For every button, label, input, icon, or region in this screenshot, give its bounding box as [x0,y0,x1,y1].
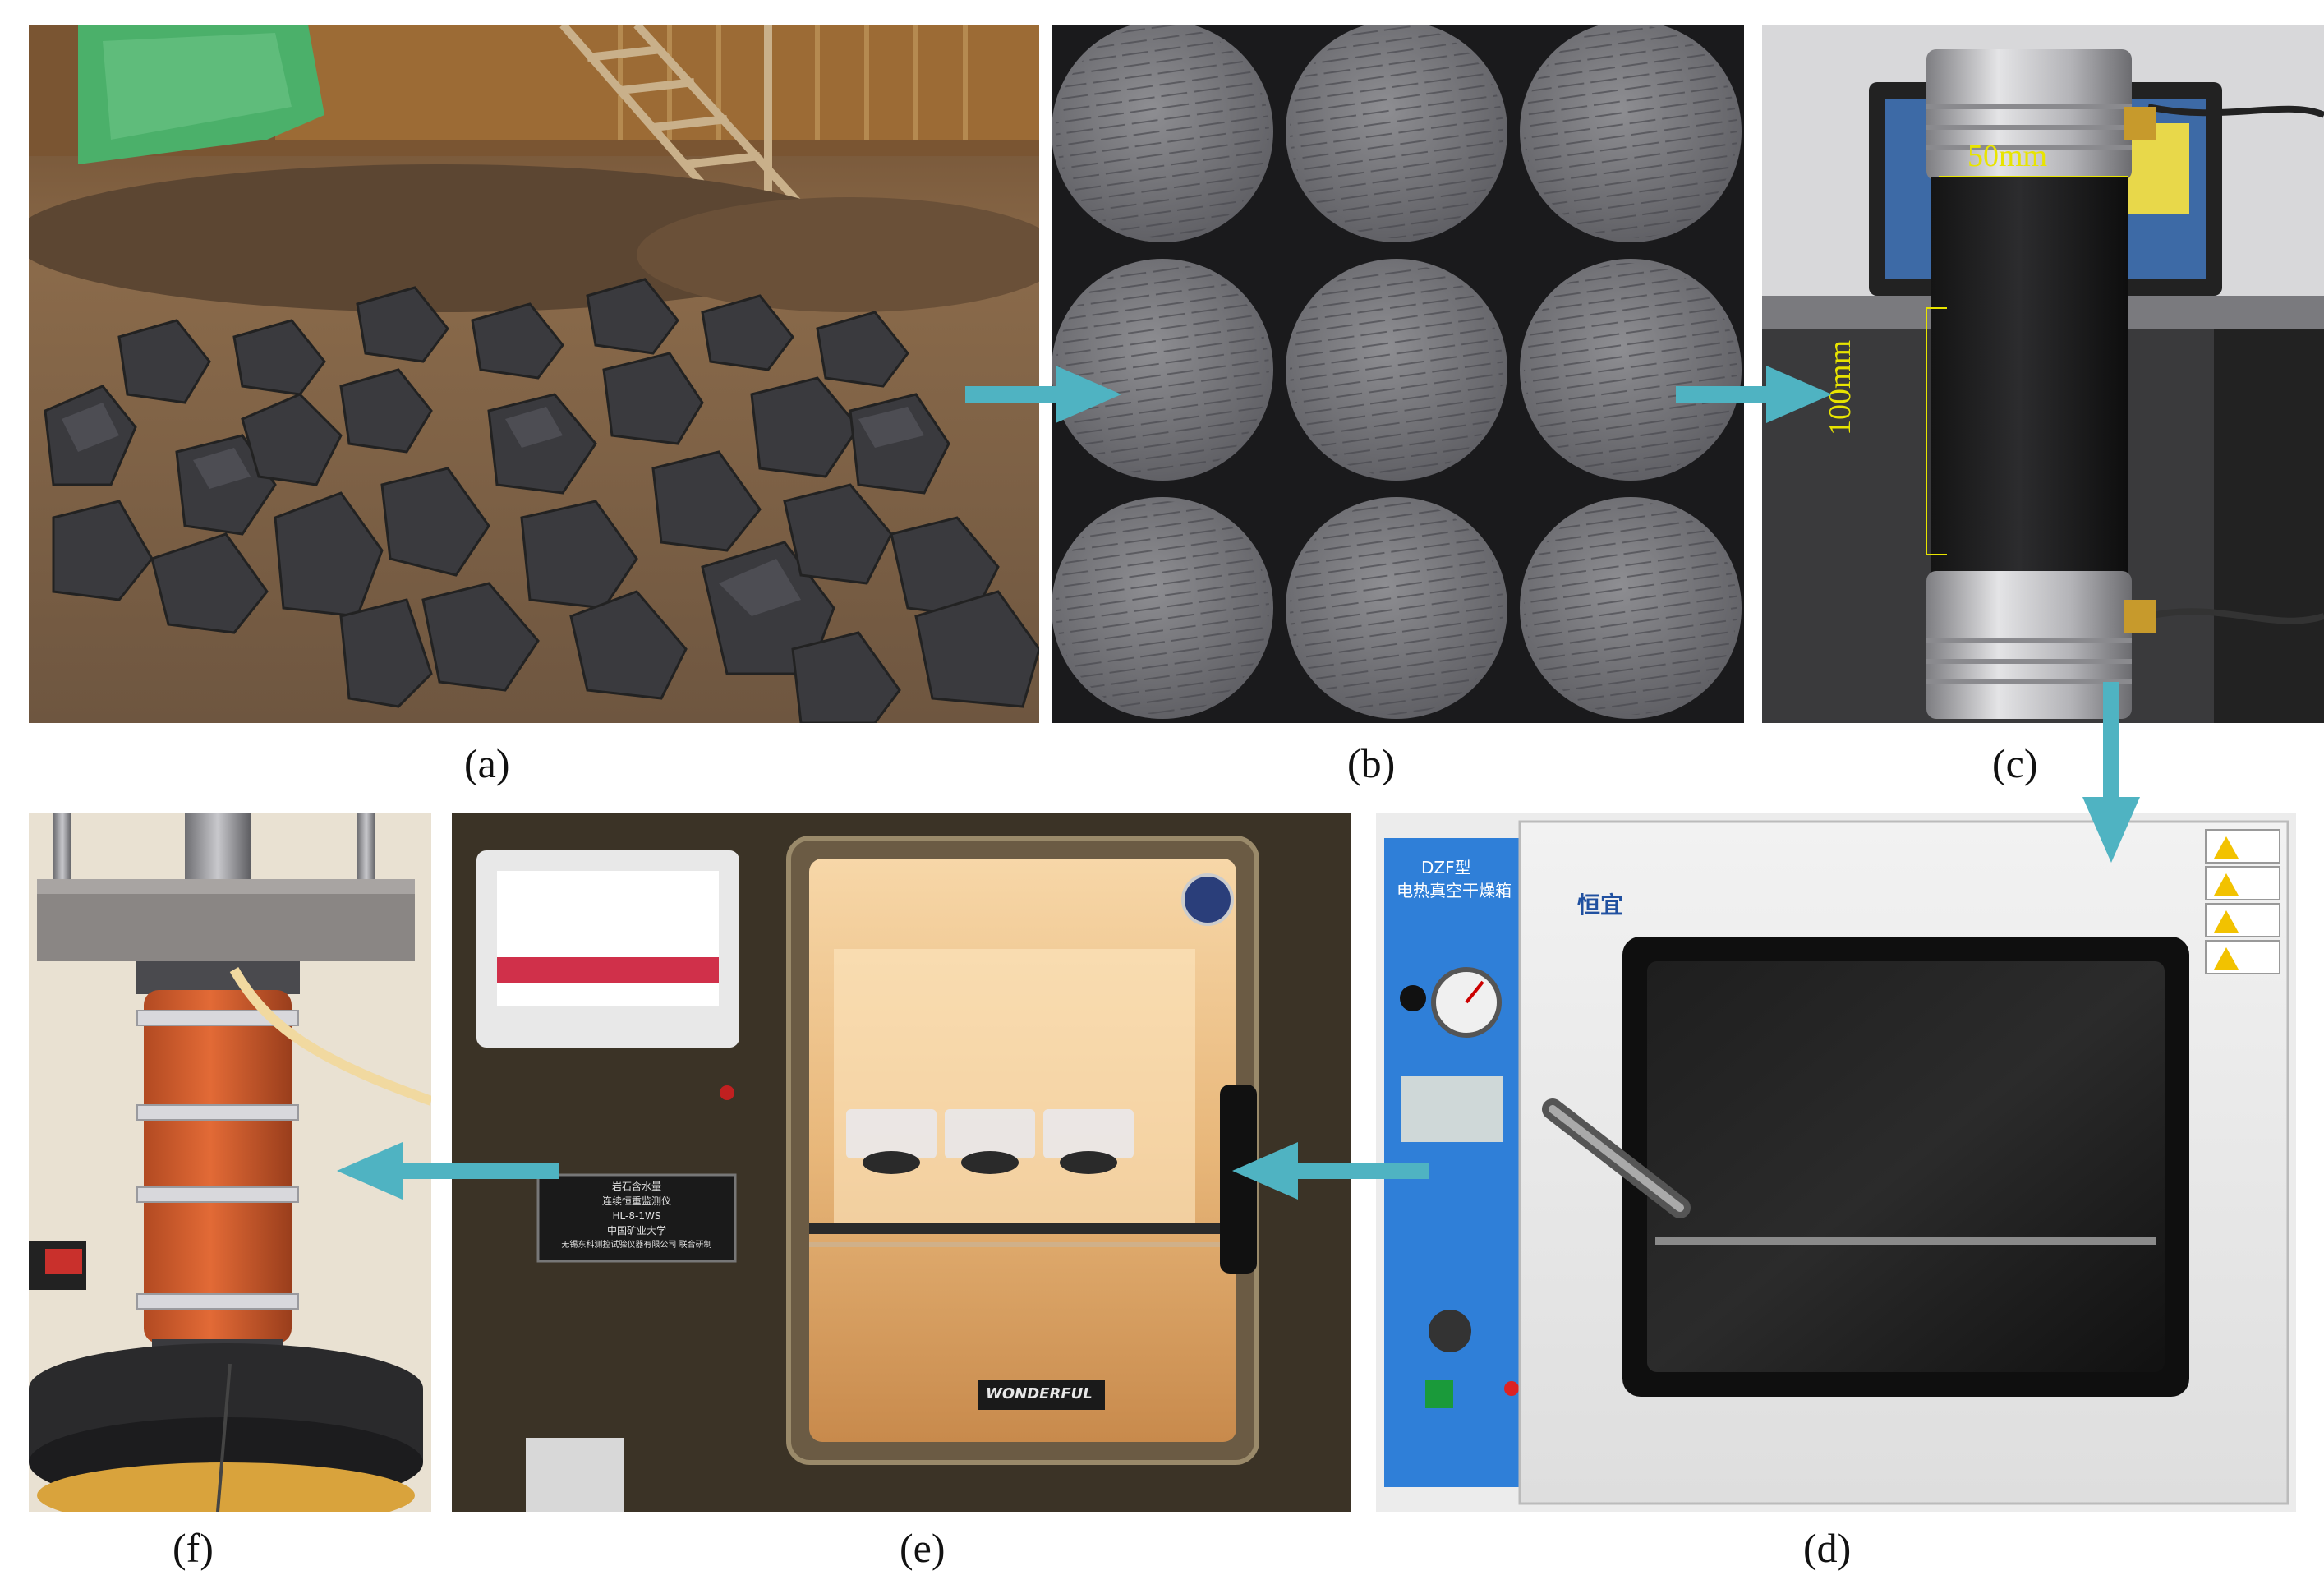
monitor-nameplate: 岩石含水量 连续恒重监测仪 HL-8-1WS 中国矿业大学 无锡东科测控试验仪器… [538,1179,735,1261]
photo-coal-blocks [29,25,1039,723]
arrow-e-to-f-icon [337,1142,559,1200]
caption-c: (c) [1992,740,2038,786]
nameplate-line: HL-8-1WS [612,1210,661,1222]
caption-d: (d) [1803,1525,1852,1571]
arrow-c-to-d-icon [2082,682,2140,863]
photo-coal-cylinder-ends [1052,25,1744,723]
nameplate-line: 无锡东科测控试验仪器有限公司 联合研制 [561,1241,712,1250]
oven-panel-subtitle: 电热真空干燥箱 [1397,881,1512,900]
caption-a: (a) [464,740,510,786]
nameplate-line: 连续恒重监测仪 [601,1195,671,1207]
caption-b: (b) [1347,740,1396,786]
arrow-b-to-c-icon [1676,366,1832,423]
caption-f: (f) [173,1525,214,1571]
oven-panel-title: DZF型 [1421,858,1471,877]
nameplate-line: 中国矿业大学 [606,1225,666,1237]
photo-vacuum-drying-oven [1376,813,2296,1512]
nameplate-line: 岩石含水量 [611,1181,661,1192]
arrow-a-to-b-icon [965,366,1121,423]
photo-cylinder-sample [1762,25,2324,723]
monitor-door-brand: WONDERFUL [986,1385,1093,1402]
oven-brand-logo: 恒宜 [1577,891,1624,919]
caption-e: (e) [900,1525,946,1571]
photo-water-content-monitor [452,813,1351,1512]
width-dimension-label: 50mm [1967,139,2048,173]
arrow-d-to-e-icon [1232,1142,1429,1200]
photo-loading-frame [29,813,431,1512]
